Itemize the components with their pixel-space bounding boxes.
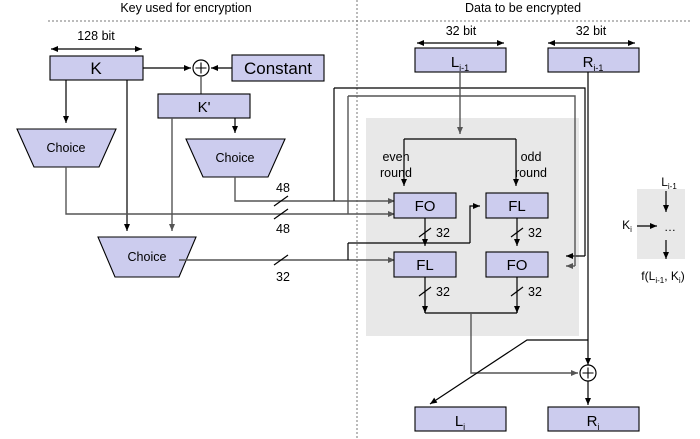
- constant-box: [231, 54, 325, 82]
- wire-width-48-top: 48: [276, 181, 290, 195]
- bus-width-fl-even: 32: [436, 285, 450, 299]
- slash-48-top: [273, 195, 289, 207]
- bus-width-fl-odd: 32: [528, 226, 542, 240]
- choice-right-shape: [185, 138, 286, 178]
- legend-key-label: Ki: [622, 218, 632, 234]
- derived-key-box-label: K': [198, 99, 211, 116]
- slash-bus-fo-odd: [510, 286, 524, 297]
- odd-round-label-line1: odd: [521, 150, 542, 164]
- choice-bottom-shape: [97, 236, 197, 278]
- bus-width-fo-even: 32: [436, 226, 450, 240]
- derived-key-box: [157, 93, 251, 119]
- legend-ellipsis: …: [664, 220, 676, 234]
- wire-choice-right-48: [234, 177, 395, 204]
- slash-bus-fl-even: [418, 286, 432, 297]
- even-round-label-line2: round: [380, 166, 412, 180]
- wire-width-48-bottom: 48: [276, 222, 290, 236]
- feedback-path-upper: [334, 87, 586, 256]
- dimension-label-128: 128 bit: [77, 29, 115, 43]
- bus-width-fo-odd: 32: [528, 285, 542, 299]
- input-left-label: Li-1: [451, 54, 469, 73]
- wire-bridge-to-fl-odd: [469, 203, 480, 243]
- legend-panel: [637, 189, 685, 259]
- output-left-label: Li: [455, 413, 465, 432]
- dimension-label-left-32: 32 bit: [446, 24, 477, 38]
- input-right-box: [547, 47, 640, 73]
- fl-odd-label: FL: [508, 198, 526, 215]
- left-section-title: Key used for encryption: [120, 1, 251, 15]
- feedback-path-lower: [348, 95, 576, 266]
- fo-even-label: FO: [415, 198, 436, 215]
- choice-right-label: Choice: [216, 151, 255, 165]
- slash-bus-fl-odd: [510, 227, 524, 238]
- dimension-label-right-32: 32 bit: [576, 24, 607, 38]
- slash-32-choice: [273, 254, 289, 266]
- fl-odd-box: [485, 192, 549, 219]
- wire-round-output-to-xor: [470, 313, 578, 376]
- output-right-box: [547, 406, 640, 432]
- key-box: [49, 55, 144, 81]
- choice-left-label: Choice: [47, 141, 86, 155]
- input-left-box: [414, 47, 507, 73]
- fo-odd-label: FO: [507, 257, 528, 274]
- even-round-label-line1: even: [382, 150, 409, 164]
- fo-odd-box: [485, 251, 549, 278]
- key-xor-cross: [195, 62, 207, 74]
- wire-width-32-choice: 32: [276, 270, 290, 284]
- key-box-label: K: [90, 59, 102, 78]
- round-function-panel: [366, 118, 579, 336]
- choice-left-shape: [16, 128, 117, 168]
- choice-bottom-label: Choice: [128, 250, 167, 264]
- fo-even-box: [393, 192, 457, 219]
- legend-output-label: f(Li-1, Ki): [641, 269, 684, 285]
- legend-input-label: Li-1: [661, 175, 677, 191]
- odd-round-label-line2: round: [515, 166, 547, 180]
- constant-box-label: Constant: [244, 59, 312, 78]
- output-right-label: Ri: [587, 413, 600, 432]
- input-right-label: Ri-1: [583, 54, 604, 73]
- wire-crossover-to-output-left: [429, 339, 588, 405]
- data-xor-cross: [582, 367, 594, 379]
- slash-bus-fo-even: [418, 227, 432, 238]
- fl-even-label: FL: [416, 257, 434, 274]
- slash-48-bottom: [273, 208, 289, 220]
- fl-even-box: [393, 251, 457, 278]
- right-section-title: Data to be encrypted: [465, 1, 581, 15]
- wire-choice-left-48: [65, 167, 395, 217]
- output-left-box: [414, 406, 507, 432]
